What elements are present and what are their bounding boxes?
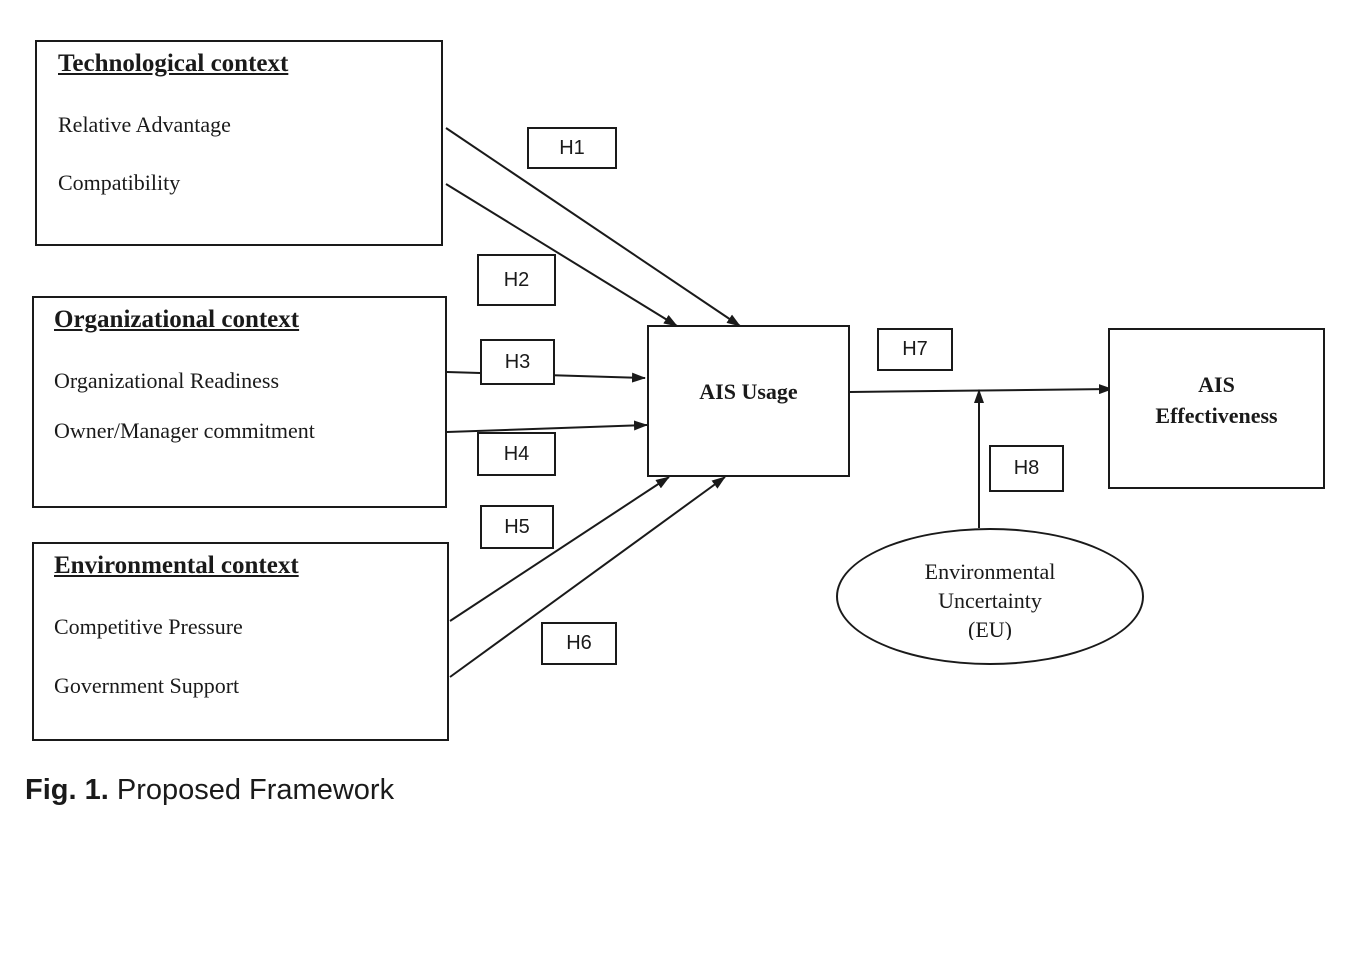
hypothesis-h6: H6	[541, 622, 617, 665]
environmental-uncertainty-ellipse: Environmental Uncertainty (EU)	[836, 528, 1144, 665]
government-support-label: Government Support	[54, 673, 240, 698]
hypothesis-h7: H7	[877, 328, 953, 371]
technological-context-box: Technological context Relative Advantage…	[35, 40, 443, 246]
owner-manager-commitment-label: Owner/Manager commitment	[54, 418, 315, 443]
environmental-uncertainty-label: Environmental Uncertainty (EU)	[838, 557, 1142, 640]
arrow-h1	[445, 127, 741, 327]
eu-line3: (EU)	[968, 617, 1012, 640]
ais-usage-label: AIS Usage	[699, 379, 798, 404]
ais-usage-box: AIS Usage	[647, 325, 850, 477]
hypothesis-h1: H1	[527, 127, 617, 169]
ais-effectiveness-line2: Effectiveness	[1155, 403, 1278, 428]
eu-line1: Environmental	[924, 559, 1056, 584]
figure-caption: Fig. 1. Proposed Framework	[25, 774, 394, 807]
hypothesis-h4: H4	[477, 432, 556, 476]
figure-caption-label: Fig. 1.	[25, 774, 109, 806]
hypothesis-h8: H8	[989, 445, 1064, 492]
figure-caption-text: Proposed Framework	[116, 774, 395, 806]
compatibility-label: Compatibility	[58, 170, 181, 195]
relative-advantage-label: Relative Advantage	[58, 112, 231, 137]
hypothesis-h2: H2	[477, 254, 556, 306]
hypothesis-h5: H5	[480, 505, 554, 549]
eu-line2: Uncertainty	[938, 588, 1042, 613]
competitive-pressure-label: Competitive Pressure	[54, 614, 243, 639]
arrow-h5	[449, 476, 670, 622]
organizational-context-title: Organizational context	[54, 306, 300, 333]
arrow-h6	[449, 476, 726, 678]
arrow-h7	[849, 384, 1113, 395]
ais-effectiveness-line1: AIS	[1198, 372, 1235, 397]
environmental-context-box: Environmental context Competitive Pressu…	[32, 542, 449, 741]
organizational-readiness-label: Organizational Readiness	[54, 368, 280, 393]
ais-effectiveness-label: AIS Effectiveness	[1110, 369, 1323, 431]
environmental-context-title: Environmental context	[54, 552, 299, 579]
arrow-h2	[445, 183, 678, 327]
hypothesis-h3: H3	[480, 339, 555, 385]
ais-effectiveness-box: AIS Effectiveness	[1108, 328, 1325, 489]
technological-context-title: Technological context	[58, 50, 289, 77]
organizational-context-box: Organizational context Organizational Re…	[32, 296, 447, 508]
arrow-h4	[446, 420, 648, 433]
